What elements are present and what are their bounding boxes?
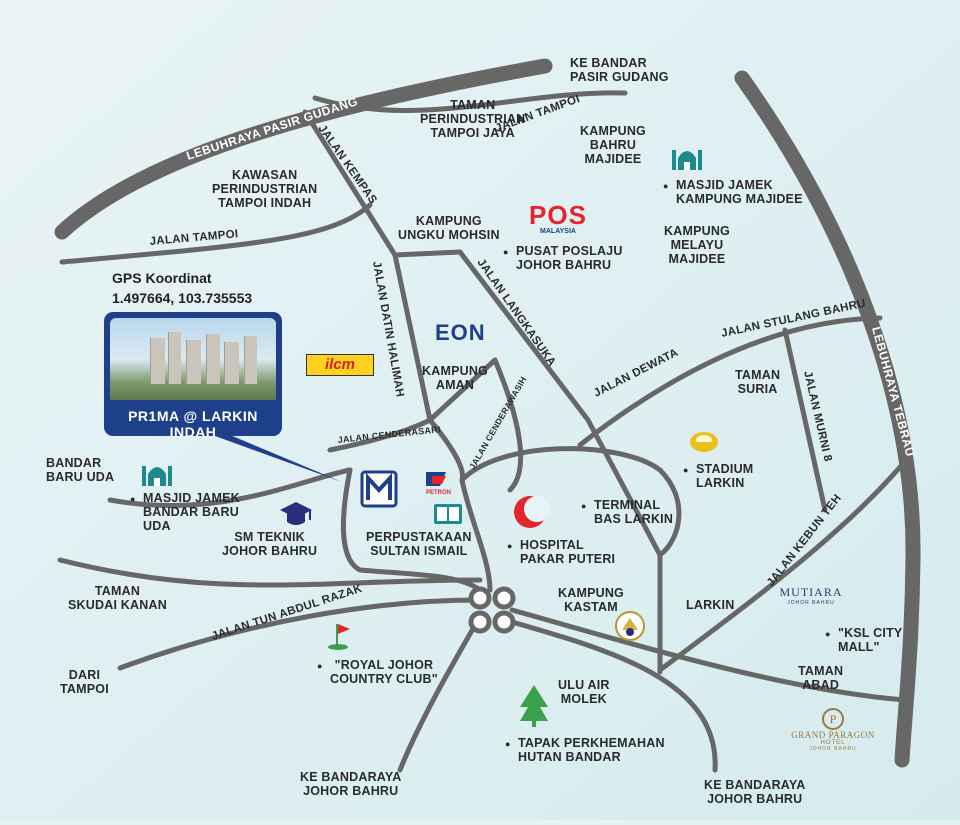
eon-logo: EON [435, 320, 486, 345]
pos-logo-text: POS [529, 200, 587, 230]
label-larkin: LARKIN [686, 598, 735, 612]
pos-malaysia-logo: POS MALAYSIA [526, 202, 590, 236]
mutiara-logo-sub: JOHOR BAHRU [787, 600, 835, 606]
golf-flag-icon [328, 624, 350, 650]
callout-pointer [215, 435, 342, 482]
mutiara-logo-text: MUTIARA [779, 585, 843, 599]
road-kempas [302, 109, 398, 258]
pos-logo-sub: MALAYSIA [540, 228, 576, 235]
road-murni8 [782, 327, 828, 513]
grand-paragon-sub2: JOHOR BAHRU [809, 746, 857, 752]
road-top-connector [392, 249, 463, 258]
petron-logo: PETRON [426, 472, 451, 496]
road-tampoi-top [312, 90, 628, 113]
book-icon [434, 504, 462, 524]
grand-paragon-emblem: P [822, 708, 844, 730]
project-callout: PR1MA @ LARKIN INDAH [104, 312, 282, 440]
road-south-west [397, 617, 481, 773]
crest-icon [615, 611, 645, 641]
road-aman-loop [427, 357, 524, 493]
road-to-roundabout-north [459, 477, 493, 593]
ilcm-logo-text: ilcm [324, 356, 355, 373]
grand-paragon-text: GRAND PARAGON [791, 730, 875, 740]
project-photo [110, 318, 276, 400]
road-kebun-teh [657, 452, 913, 673]
graduation-cap-icon [280, 502, 312, 525]
road-dari-tampoi [57, 557, 483, 588]
crescent-icon [514, 496, 550, 528]
gps-coordinates: GPS Koordinat 1.497664, 103.735553 [112, 268, 252, 308]
project-title: PR1MA @ LARKIN INDAH [128, 408, 258, 440]
road-tampoi-left [59, 202, 373, 265]
road-south-east [502, 617, 718, 773]
road-east-from-roundabout [509, 607, 908, 703]
mutiara-logo: MUTIARA JOHOR BAHRU [774, 585, 848, 606]
road-larkin-loop [459, 446, 682, 558]
road-pasir-gudang [54, 58, 553, 240]
road-datin-halimah [392, 252, 433, 423]
mosque-icon [672, 150, 702, 170]
ilcm-logo: ilcm [306, 354, 374, 376]
gps-label: GPS Koordinat [112, 270, 212, 286]
gps-value: 1.497664, 103.735553 [112, 290, 253, 306]
road-stulang-bahru [577, 315, 883, 448]
road-tun-abdul-razak [117, 597, 481, 671]
tree-icon [520, 685, 548, 727]
grand-paragon-sub: HOTEL [820, 740, 846, 746]
svg-text:PETRON: PETRON [426, 490, 451, 496]
mosque-icon [142, 466, 172, 486]
road-cenderasari [327, 417, 433, 453]
roundabout [468, 586, 516, 634]
grand-paragon-logo: P GRAND PARAGON HOTEL JOHOR BAHRU [790, 708, 876, 752]
stadium-icon [690, 432, 718, 452]
prima-logo [360, 470, 398, 508]
road-tebrau [734, 70, 921, 768]
